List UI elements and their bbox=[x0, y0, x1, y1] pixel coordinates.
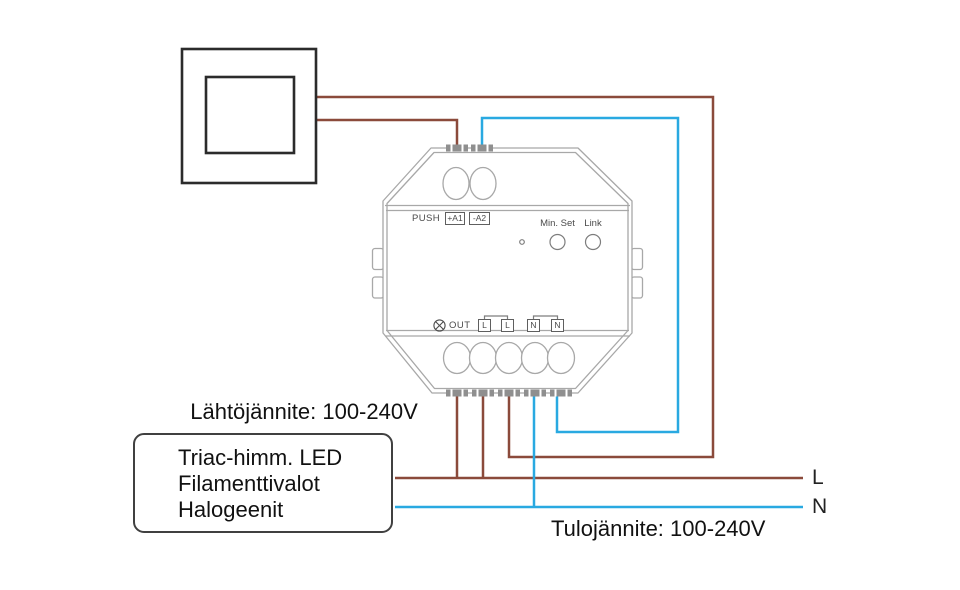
load-type-box: Triac-himm. LED Filamenttivalot Halogeen… bbox=[133, 433, 393, 533]
wire-hole-top-2 bbox=[469, 166, 497, 201]
mains-neutral-label: N bbox=[812, 495, 828, 518]
terminal-bridge-n bbox=[532, 315, 559, 320]
min-set-button-drawing bbox=[549, 233, 566, 251]
load-type-line-2: Filamenttivalot bbox=[178, 471, 320, 496]
min-set-label: Min. Set bbox=[540, 218, 575, 229]
input-voltage-label: Tulojännite: 100-240V bbox=[551, 516, 766, 541]
terminal-slot-top-1 bbox=[446, 144, 468, 152]
module-outline-inner bbox=[386, 151, 629, 390]
push-label: PUSH bbox=[412, 213, 440, 224]
terminal-a1-label: +A1 bbox=[445, 212, 465, 225]
terminal-slot-bottom-1 bbox=[446, 389, 468, 397]
terminal-n2-label: N bbox=[551, 319, 564, 332]
lamp-icon bbox=[433, 319, 446, 332]
module-clip-right-bottom bbox=[630, 276, 644, 299]
module-clip-left-bottom bbox=[371, 276, 385, 299]
terminal-slot-bottom-3 bbox=[498, 389, 520, 397]
module-details bbox=[433, 233, 602, 332]
module-clip-right-top bbox=[630, 247, 644, 271]
wall-switch bbox=[180, 47, 318, 185]
module-outline-outer bbox=[382, 147, 633, 394]
link-label: Link bbox=[584, 218, 602, 229]
wire-hole-bottom-4 bbox=[520, 341, 550, 375]
terminal-slot-bottom-5 bbox=[550, 389, 572, 397]
neutral-wire-module-loop bbox=[480, 116, 680, 434]
terminal-l2-label: L bbox=[501, 319, 514, 332]
wire-hole-top-1 bbox=[442, 166, 470, 201]
terminal-slot-bottom-2 bbox=[472, 389, 494, 397]
terminal-l1-label: L bbox=[478, 319, 491, 332]
terminal-slot-notches bbox=[450, 144, 568, 397]
neutral-wires bbox=[395, 116, 803, 509]
live-wire-mains-to-module bbox=[316, 95, 715, 459]
wire-hole-bottom-2 bbox=[468, 341, 498, 375]
module-clip-left-top bbox=[371, 247, 385, 271]
live-wires bbox=[316, 95, 803, 480]
terminal-slot-bottom-4 bbox=[524, 389, 546, 397]
wire-hole-bottom-3 bbox=[494, 341, 524, 375]
terminal-a2-label: -A2 bbox=[469, 212, 490, 225]
terminal-slot-top-2 bbox=[471, 144, 493, 152]
live-wire-switch-to-module bbox=[316, 118, 459, 151]
terminal-slots bbox=[446, 144, 572, 397]
wire-hole-bottom-5 bbox=[546, 341, 576, 375]
out-label: OUT bbox=[449, 320, 471, 331]
load-type-line-3: Halogeenit bbox=[178, 497, 284, 522]
terminal-n1-label: N bbox=[527, 319, 540, 332]
terminal-bridge-l bbox=[483, 315, 509, 320]
wire-hole-bottom-1 bbox=[442, 341, 472, 375]
load-type-line-1: Triac-himm. LED bbox=[178, 445, 343, 470]
link-button-drawing bbox=[584, 233, 602, 251]
status-led bbox=[519, 239, 525, 245]
mains-live-label: L bbox=[812, 466, 824, 489]
dimmer-module bbox=[371, 147, 644, 394]
wall-switch-rocker bbox=[204, 75, 296, 155]
output-voltage-label: Lähtöjännite: 100-240V bbox=[190, 399, 418, 424]
